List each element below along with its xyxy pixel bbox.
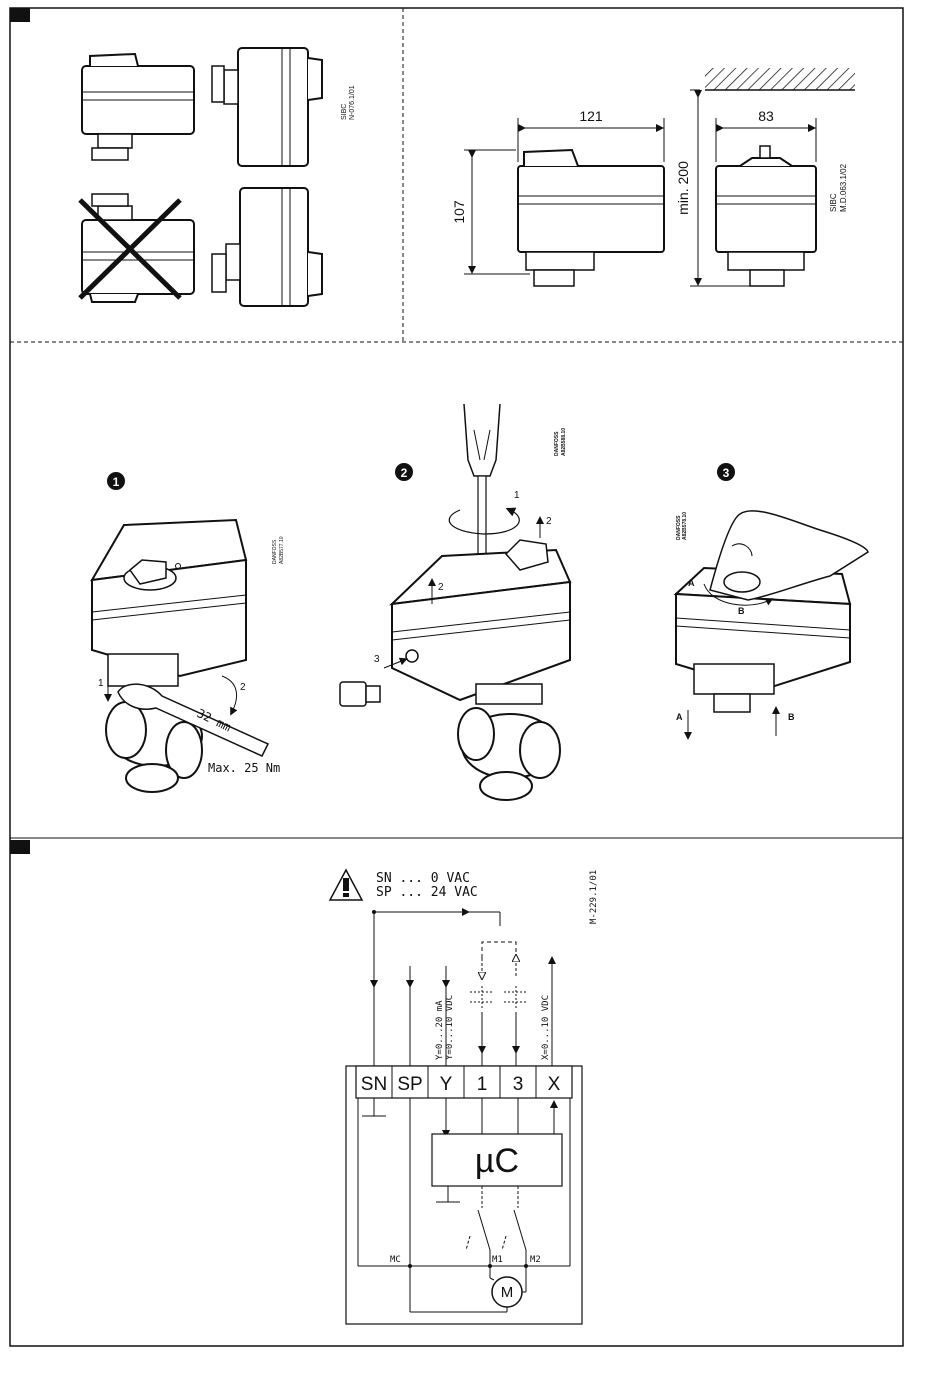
svg-text:3: 3 <box>723 466 730 480</box>
svg-text:1: 1 <box>98 678 104 689</box>
actuator-upsidedown-forbidden <box>80 194 194 302</box>
svg-text:A: A <box>688 578 695 588</box>
terminal-1: 1 <box>477 1074 488 1095</box>
svg-text:2: 2 <box>401 466 408 480</box>
warning-icon <box>330 870 362 900</box>
svg-text:1: 1 <box>514 490 520 501</box>
dimensions-drawing: 121 83 107 min. 200 SIBC M.D.063.1/02 <box>451 68 855 286</box>
step-2: 2 1 2 2 3 D <box>340 404 570 800</box>
legend-sp: SP ... 24 VAC <box>376 885 478 900</box>
step-3: 3 A B A B DANFOSS A82B578.10 <box>676 463 868 736</box>
x-signal: X=0...10 VDC <box>541 995 551 1060</box>
ceiling-hatch <box>705 68 855 90</box>
dim-width-front: 121 <box>579 108 603 124</box>
valve-close-symbol <box>504 986 528 1010</box>
actuator-housing <box>346 1066 582 1324</box>
dimensions-code-line1: SIBC <box>829 193 838 212</box>
dim-min-clearance: min. 200 <box>675 161 691 215</box>
terminal-y: Y <box>440 1074 453 1095</box>
actuator-side-view <box>716 146 816 286</box>
step-1: 1 32 mm Max. 25 Nm 1 2 DANFOSS A82B577.1… <box>92 472 285 792</box>
svg-text:DANFOSS: DANFOSS <box>272 539 278 564</box>
svg-text:A82B588.10: A82B588.10 <box>561 428 567 456</box>
svg-text:3: 3 <box>374 654 380 665</box>
svg-text:2: 2 <box>438 582 444 593</box>
svg-text:B: B <box>788 712 795 722</box>
dim-width-side: 83 <box>758 108 774 124</box>
legend-sn: SN ... 0 VAC <box>376 871 470 886</box>
wiring-diagram: SN ... 0 VAC SP ... 24 VAC M-229.1/01 <box>330 870 599 1324</box>
actuator-horizontal-lower-allowed <box>212 188 322 306</box>
actuator-upright-allowed <box>82 54 194 160</box>
section-marker-wiring <box>10 840 30 854</box>
svg-text:A82B578.10: A82B578.10 <box>682 512 688 540</box>
actuator-front-view <box>518 150 664 286</box>
svg-text:DANFOSS: DANFOSS <box>554 431 560 456</box>
valve-body <box>458 684 560 800</box>
svg-text:2: 2 <box>546 516 552 527</box>
y-signal-vdc: Y=0...10 VDC <box>445 995 455 1060</box>
microcontroller-label: µC <box>475 1142 519 1180</box>
mounting-code: SIBCN-076.1/01 <box>341 85 356 120</box>
svg-text:A82B577.10: A82B577.10 <box>279 536 285 564</box>
wiring-code: M-229.1/01 <box>589 870 599 924</box>
valve-open-symbol <box>470 986 494 1010</box>
svg-text:1: 1 <box>113 475 120 489</box>
terminal-3: 3 <box>513 1074 524 1095</box>
svg-text:A: A <box>676 712 683 722</box>
terminal-sn: SN <box>361 1074 387 1095</box>
section-marker-top <box>10 8 30 22</box>
node-mc: MC <box>390 1255 401 1265</box>
node-m2: M2 <box>530 1255 541 1265</box>
dim-height: 107 <box>451 200 467 224</box>
cable-gland <box>340 682 380 706</box>
svg-text:2: 2 <box>240 682 246 693</box>
terminal-sp: SP <box>397 1074 422 1095</box>
screwdriver <box>464 404 500 554</box>
dimensions-code-line2: M.D.063.1/02 <box>839 163 848 212</box>
mounting-positions: SIBCN-076.1/01 <box>80 48 356 306</box>
torque-label: Max. 25 Nm <box>208 761 280 775</box>
y-signal-ma: Y=0...20 mA <box>435 1000 445 1060</box>
actuator-horizontal-allowed <box>212 48 322 166</box>
terminal-x: X <box>548 1074 561 1095</box>
svg-text:B: B <box>738 606 745 616</box>
node-m1: M1 <box>492 1255 503 1265</box>
motor-label: M <box>501 1284 514 1301</box>
